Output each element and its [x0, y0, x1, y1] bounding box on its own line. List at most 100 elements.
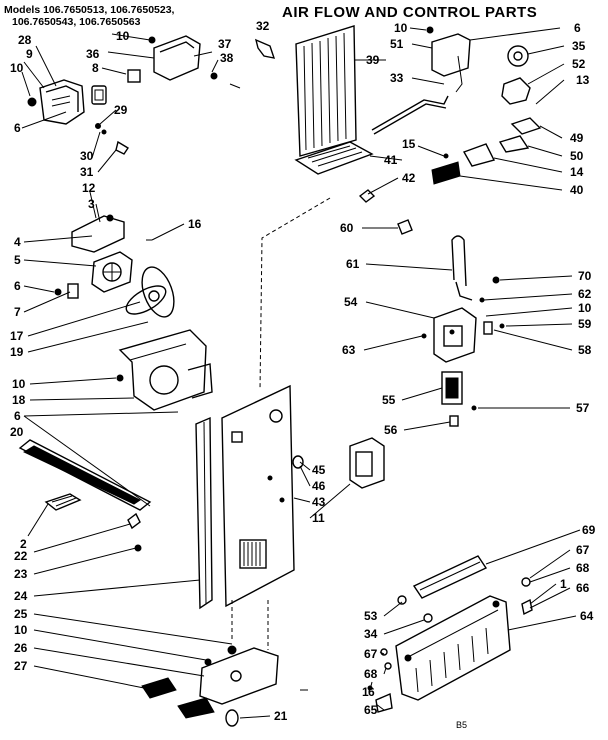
- part-42: [358, 189, 376, 203]
- callout-40: 40: [570, 183, 584, 197]
- callout-52: 52: [572, 57, 586, 71]
- fan-shroud-part-18: [116, 329, 213, 411]
- callout-68: 68: [364, 667, 378, 681]
- air-duct-panel-part-43: [221, 384, 304, 608]
- callout-6: 6: [574, 21, 581, 35]
- callout-3: 3: [88, 197, 95, 211]
- callout-6: 6: [368, 685, 375, 699]
- damper-tube-part-61: [451, 235, 473, 301]
- callout-14: 14: [570, 165, 584, 179]
- grille-part-20: [18, 439, 152, 511]
- callout-57: 57: [576, 401, 590, 415]
- callout-34: 34: [364, 627, 378, 641]
- grille-part-41: [294, 141, 374, 175]
- callout-49: 49: [570, 131, 584, 145]
- page-code: B5: [456, 720, 467, 730]
- callout-28: 28: [18, 33, 32, 47]
- callout-45: 45: [312, 463, 326, 477]
- callout-61: 61: [346, 257, 360, 271]
- callout-10: 10: [394, 21, 408, 35]
- models-line-1: Models 106.7650513, 106.7650523,: [4, 4, 175, 16]
- callout-63: 63: [342, 343, 356, 357]
- parts-49-50-14-40: [431, 117, 542, 185]
- callout-32: 32: [256, 19, 270, 33]
- bracket-part-3: [71, 214, 152, 253]
- callout-10: 10: [12, 377, 26, 391]
- small-parts-2-22-23: [44, 493, 142, 552]
- callout-19: 19: [10, 345, 24, 359]
- callout-38: 38: [220, 51, 234, 65]
- callout-4: 4: [14, 235, 21, 249]
- tube-part-69: [397, 555, 488, 605]
- callout-21: 21: [274, 709, 288, 723]
- screws-29-31: [95, 123, 129, 155]
- heater-part-55: [441, 371, 477, 427]
- callout-68: 68: [576, 561, 590, 575]
- callout-53: 53: [364, 609, 378, 623]
- callout-58: 58: [578, 343, 592, 357]
- vent-part-11: [349, 437, 385, 489]
- callout-10: 10: [578, 301, 592, 315]
- callout-36: 36: [86, 47, 100, 61]
- callout-30: 30: [80, 149, 94, 163]
- callout-69: 69: [582, 523, 596, 537]
- duct-channel-part-24: [195, 416, 213, 610]
- callout-16: 16: [188, 217, 202, 231]
- callout-15: 15: [402, 137, 416, 151]
- control-assembly-51: [426, 26, 531, 105]
- knob-part-8: [91, 85, 107, 105]
- callout-25: 25: [14, 607, 28, 621]
- rod-part-33: [371, 95, 449, 135]
- callout-22: 22: [14, 549, 28, 563]
- callout-46: 46: [312, 479, 326, 493]
- callout-59: 59: [578, 317, 592, 331]
- callout-20: 20: [10, 425, 24, 439]
- callout-23: 23: [14, 567, 28, 581]
- callout-70: 70: [578, 269, 592, 283]
- callout-13: 13: [576, 73, 590, 87]
- leader-lines: [21, 27, 581, 719]
- assembly-line-1: [259, 197, 331, 391]
- callout-6: 6: [14, 409, 21, 423]
- callout-67: 67: [576, 543, 590, 557]
- damper-control-part-54: [421, 276, 505, 363]
- foot-part-21: [225, 709, 239, 727]
- callout-39: 39: [366, 53, 380, 67]
- callout-42: 42: [402, 171, 416, 185]
- callout-10: 10: [10, 61, 24, 75]
- callout-18: 18: [12, 393, 26, 407]
- callout-67: 67: [364, 647, 378, 661]
- callout-54: 54: [344, 295, 358, 309]
- fan-blade-part-17: [125, 266, 175, 318]
- callout-1: 1: [362, 685, 369, 699]
- small-parts-34-65-66-68: [367, 577, 533, 713]
- callout-41: 41: [384, 153, 398, 167]
- callout-10: 10: [116, 29, 130, 43]
- part-60: [397, 219, 413, 235]
- callout-6: 6: [14, 121, 21, 135]
- callout-6: 6: [14, 279, 21, 293]
- callout-27: 27: [14, 659, 28, 673]
- callout-64: 64: [580, 609, 594, 623]
- callout-35: 35: [572, 39, 586, 53]
- callout-37: 37: [218, 37, 232, 51]
- callout-62: 62: [578, 287, 592, 301]
- tray-part-64: [395, 595, 511, 701]
- callout-labels: 32 28 10 9 36 37 10 8 38 29 6 30 31 12 3…: [10, 19, 596, 723]
- callout-1: 1: [560, 577, 567, 591]
- fan-motor-part-5: [54, 251, 133, 299]
- callout-5: 5: [14, 253, 21, 267]
- callout-10: 10: [14, 623, 28, 637]
- callout-33: 33: [390, 71, 404, 85]
- callout-2: 2: [20, 537, 27, 551]
- callout-11: 11: [312, 511, 325, 525]
- clip-part-32: [254, 38, 276, 59]
- page-title: AIR FLOW AND CONTROL PARTS: [282, 4, 538, 21]
- callout-17: 17: [10, 329, 24, 343]
- callout-12: 12: [82, 181, 96, 195]
- callout-66: 66: [576, 581, 590, 595]
- callout-29: 29: [114, 103, 128, 117]
- damper-panel-part-39: [295, 25, 357, 157]
- callout-65: 65: [364, 703, 378, 717]
